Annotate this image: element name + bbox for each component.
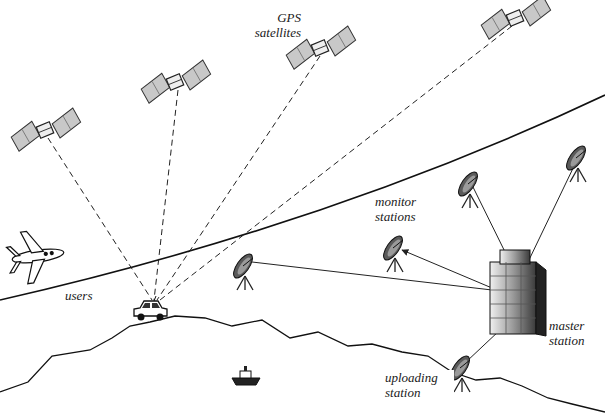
gps-satellite [9, 104, 84, 154]
user-label: users [64, 288, 110, 303]
monitor-station-dish [455, 169, 481, 208]
monitor-station-dish [563, 143, 589, 182]
station-label: monitor stations [374, 194, 434, 224]
airplane [5, 227, 68, 286]
gps-satellite [479, 0, 554, 43]
ship [232, 366, 260, 385]
signal-lines [48, 26, 512, 300]
gps-satellite [139, 56, 214, 106]
station-label: master station [548, 318, 602, 348]
satellite-label: GPS satellites [236, 10, 302, 40]
monitor-station-dish [380, 233, 406, 272]
car [134, 296, 167, 321]
station-label: uploading station [384, 370, 454, 400]
master-station-building [490, 250, 546, 336]
control-links [252, 160, 577, 362]
monitor-station-dish [230, 251, 256, 290]
